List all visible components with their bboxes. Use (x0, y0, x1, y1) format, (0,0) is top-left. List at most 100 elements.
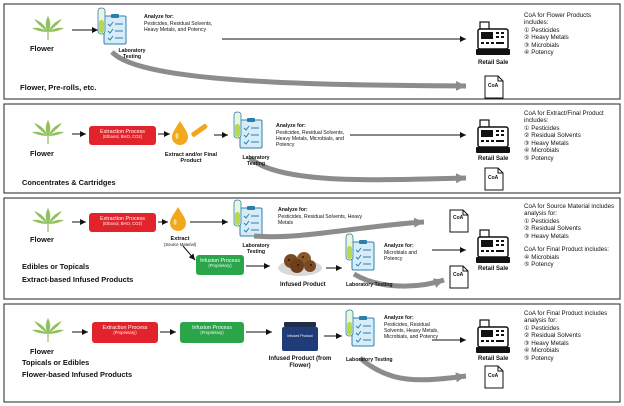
numeral: ② (524, 132, 530, 140)
coa-doc-label: CoA (453, 215, 464, 221)
analyze-title: Analyze for: (278, 207, 308, 213)
coa-doc-label: CoA (488, 373, 499, 379)
numeral: ④ (524, 49, 530, 57)
flower-label: Flower (30, 149, 54, 158)
process-sub: (Proprietary) (113, 330, 137, 336)
lab-caption: Laboratory Testing (118, 48, 146, 60)
coa-item: Heavy Metals (531, 232, 569, 240)
numeral: ② (524, 34, 530, 42)
coa-item: Pesticides (531, 26, 560, 34)
numeral: ⑤ (524, 154, 530, 162)
analyze-text: Pesticides, Residual Solvents, Heavy Met… (144, 21, 213, 33)
row-subtitle: Extract-based Infused Products (22, 275, 134, 284)
coa-doc-label: CoA (453, 272, 464, 278)
coa-item: Heavy Metals (531, 34, 569, 42)
analyze-title: Analyze for: (384, 315, 414, 321)
extraction-process-box: Extraction Process (Proprietary) (92, 322, 158, 343)
coa-item: Heavy Metals (531, 139, 569, 147)
infusion-process-box: Infusion Process (Proprietary) (180, 322, 244, 343)
coa-item: Residual Solvents (531, 132, 581, 140)
coa-item: Microbials (531, 147, 560, 155)
process-sub: (Proprietary) (208, 263, 232, 269)
vape-cartridge-icon (191, 123, 208, 137)
process-title: Extraction Process (100, 216, 145, 222)
coa-item: Microbials (531, 41, 560, 49)
gray-arrow (358, 356, 467, 383)
coa-item: Heavy Metals (531, 339, 569, 347)
numeral: ③ (524, 41, 530, 49)
arrow (182, 245, 196, 261)
coa-item: Residual Solvents (531, 225, 581, 233)
analyze-text: Pesticides, Residual Solvents, Heavy Met… (384, 322, 439, 340)
coa-title: CoA for Extract/Final Product includes: (524, 110, 604, 125)
analyze-text: Pesticides, Residual Solvents, Heavy Met… (276, 130, 345, 148)
row-title: Topicals or Edibles (22, 358, 90, 367)
numeral: ① (524, 26, 530, 34)
jar-label: Infused Product (287, 334, 313, 338)
coa-item: Potency (531, 354, 554, 362)
coa-list: CoA for Extract/Final Product includes: … (524, 110, 616, 162)
lab-caption: Laboratory Testing (346, 282, 393, 288)
coa-list: CoA for Flower Products includes: ① Pest… (524, 12, 616, 57)
coa-item: Potency (531, 261, 554, 269)
numeral: ① (524, 324, 530, 332)
coa-title: CoA for Flower Products includes: (524, 12, 592, 27)
extract-label: Extract and/or Final Product (164, 152, 218, 165)
coa-item: Potency (531, 154, 554, 162)
process-title: Infusion Process (200, 258, 240, 264)
coa-item: Pesticides (531, 124, 560, 132)
row-title: Flower, Pre-rolls, etc. (20, 83, 97, 92)
numeral: ⑤ (524, 354, 530, 362)
infusion-process-box: Infusion Process (Proprietary) (196, 255, 244, 275)
coa-item: Potency (531, 49, 554, 57)
row-title: Concentrates & Cartridges (22, 178, 116, 187)
analyze-title: Analyze for: (384, 243, 414, 249)
process-title: Extraction Process (102, 325, 148, 331)
process-sub: (Ethanol, BHO, CO2) (102, 134, 143, 140)
coa-title: CoA for Final Product includes analysis … (524, 310, 608, 325)
gray-arrow (110, 50, 467, 91)
coa-item: Residual Solvents (531, 332, 581, 340)
flower-label: Flower (30, 44, 54, 53)
coa-list: CoA for Final Product includes analysis … (524, 310, 616, 362)
lab-caption: Laboratory Testing (346, 357, 393, 363)
coa-item: Pesticides (531, 217, 560, 225)
extraction-process-box: Extraction Process (Ethanol, BHO, CO2) (89, 126, 156, 145)
process-title: Infusion Process (192, 325, 232, 331)
process-title: Extraction Process (100, 129, 145, 135)
retail-sale-label: Retail Sale (478, 356, 509, 362)
retail-sale-label: Retail Sale (478, 266, 509, 272)
analyze-text: Microbials and Potency (384, 250, 417, 262)
extract-label: Extract (170, 236, 190, 242)
numeral: ② (524, 332, 530, 340)
product-jar-icon (282, 322, 318, 351)
lab-caption: Laboratory Testing (242, 243, 270, 255)
gray-arrow (352, 271, 445, 289)
retail-sale-label: Retail Sale (478, 60, 509, 66)
coa-title-2: CoA for Final Product includes: (524, 246, 609, 254)
numeral: ③ (524, 339, 530, 347)
numeral: ② (524, 225, 530, 233)
gray-arrow (253, 217, 425, 240)
process-sub: (Ethanol, BHO, CO2) (102, 221, 143, 227)
numeral: ⑤ (524, 261, 530, 269)
numeral: ④ (524, 347, 530, 355)
extraction-process-box: Extraction Process (Ethanol, BHO, CO2) (89, 213, 156, 232)
analyze-text: Pesticides, Residual Solvents, Heavy Met… (278, 214, 363, 226)
flower-label: Flower (30, 235, 54, 244)
infused-product-label: Infused Product (280, 282, 326, 288)
coa-doc-label: CoA (488, 83, 499, 89)
row-title: Edibles or Topicals (22, 262, 90, 271)
numeral: ④ (524, 253, 530, 261)
numeral: ③ (524, 139, 530, 147)
process-sub: (Proprietary) (200, 330, 224, 336)
coa-item: Microbials (531, 253, 560, 261)
coa-list: CoA for Source Material includes analysi… (524, 203, 616, 269)
retail-sale-label: Retail Sale (478, 156, 509, 162)
numeral: ① (524, 217, 530, 225)
analyze-title: Analyze for: (276, 123, 306, 129)
cookies-icon (278, 252, 322, 276)
coa-item: Microbials (531, 347, 560, 355)
lab-caption: Laboratory Testing (242, 155, 270, 167)
